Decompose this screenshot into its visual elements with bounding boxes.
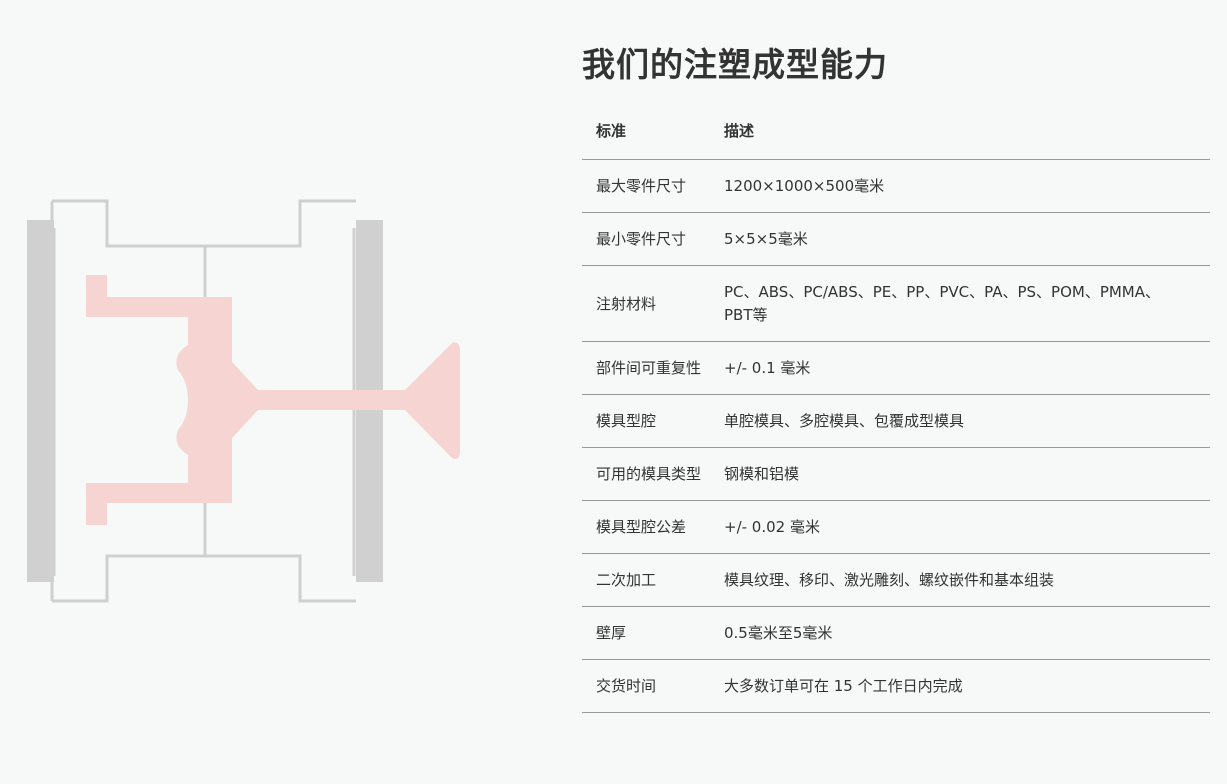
table-row: 交货时间 大多数订单可在 15 个工作日内完成 <box>582 659 1210 713</box>
table-row: 二次加工 模具纹理、移印、激光雕刻、螺纹嵌件和基本组装 <box>582 553 1210 607</box>
row-value: 1200×1000×500毫米 <box>710 159 1210 213</box>
table-row: 最小零件尺寸 5×5×5毫米 <box>582 212 1210 266</box>
table-row: 壁厚 0.5毫米至5毫米 <box>582 606 1210 660</box>
table-row: 模具型腔公差 +/- 0.02 毫米 <box>582 500 1210 554</box>
table-row: 部件间可重复性 +/- 0.1 毫米 <box>582 341 1210 395</box>
column-header-description: 描述 <box>710 104 1210 160</box>
table-row: 最大零件尺寸 1200×1000×500毫米 <box>582 159 1210 213</box>
column-header-standard: 标准 <box>582 104 710 160</box>
table-row: 可用的模具类型 钢模和铝模 <box>582 447 1210 501</box>
molded-part <box>86 275 460 525</box>
row-label: 交货时间 <box>582 659 710 713</box>
row-value: 5×5×5毫米 <box>710 212 1210 266</box>
row-value: 0.5毫米至5毫米 <box>710 606 1210 660</box>
left-platen <box>27 220 54 582</box>
row-value: +/- 0.02 毫米 <box>710 500 1210 554</box>
row-value: 模具纹理、移印、激光雕刻、螺纹嵌件和基本组装 <box>710 553 1210 607</box>
table-header-row: 标准 描述 <box>582 104 1210 160</box>
row-value: PC、ABS、PC/ABS、PE、PP、PVC、PA、PS、POM、PMMA、P… <box>710 265 1210 342</box>
row-label: 注射材料 <box>582 265 710 342</box>
row-value: +/- 0.1 毫米 <box>710 341 1210 395</box>
row-label: 二次加工 <box>582 553 710 607</box>
row-label: 模具型腔 <box>582 394 710 448</box>
table-row: 注射材料 PC、ABS、PC/ABS、PE、PP、PVC、PA、PS、POM、P… <box>582 265 1210 342</box>
row-value: 大多数订单可在 15 个工作日内完成 <box>710 659 1210 713</box>
row-value: 单腔模具、多腔模具、包覆成型模具 <box>710 394 1210 448</box>
row-label: 最大零件尺寸 <box>582 159 710 213</box>
page-title: 我们的注塑成型能力 <box>582 45 888 84</box>
table-row: 模具型腔 单腔模具、多腔模具、包覆成型模具 <box>582 394 1210 448</box>
row-label: 部件间可重复性 <box>582 341 710 395</box>
row-value: 钢模和铝模 <box>710 447 1210 501</box>
mold-diagram <box>27 199 460 603</box>
row-label: 最小零件尺寸 <box>582 212 710 266</box>
row-label: 可用的模具类型 <box>582 447 710 501</box>
capabilities-table: 标准 描述 最大零件尺寸 1200×1000×500毫米 最小零件尺寸 5×5×… <box>582 104 1210 713</box>
injection-mold-illustration <box>0 0 560 780</box>
row-label: 壁厚 <box>582 606 710 660</box>
row-label: 模具型腔公差 <box>582 500 710 554</box>
